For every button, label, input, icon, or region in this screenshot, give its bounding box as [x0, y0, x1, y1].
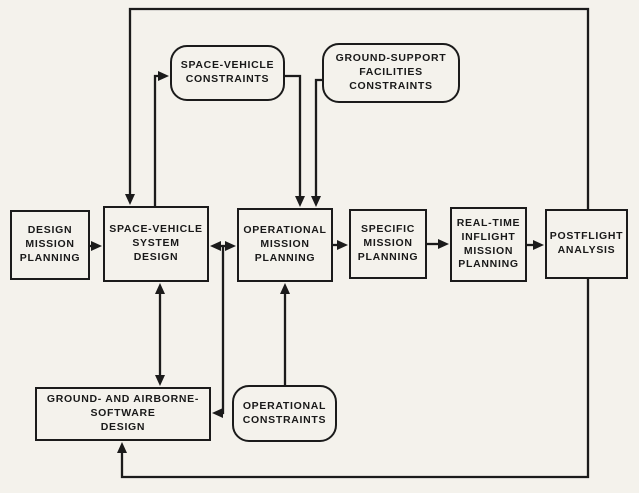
box-space-vehicle-constraints: SPACE-VEHICLE CONSTRAINTS — [170, 45, 285, 101]
box-label: REAL-TIME INFLIGHT MISSION PLANNING — [456, 216, 521, 271]
box-operational-mission-planning: OPERATIONAL MISSION PLANNING — [237, 208, 333, 282]
box-real-time-inflight-mission-planning: REAL-TIME INFLIGHT MISSION PLANNING — [450, 207, 527, 282]
box-label: DESIGN MISSION PLANNING — [19, 224, 81, 264]
box-label: SPACE-VEHICLE CONSTRAINTS — [180, 59, 275, 85]
arrow-gsfc-to-omp — [311, 78, 322, 207]
arrow-feedback-bottom — [117, 279, 590, 479]
box-label: GROUND- AND AIRBORNE- SOFTWARE DESIGN — [46, 393, 200, 433]
box-ground-and-airborne-software-design: GROUND- AND AIRBORNE- SOFTWARE DESIGN — [35, 387, 211, 441]
box-label: SPECIFIC MISSION PLANNING — [357, 223, 419, 263]
box-operational-constraints: OPERATIONAL CONSTRAINTS — [232, 385, 337, 442]
arrow-junction-to-gasd — [212, 246, 225, 418]
arrow-svc-to-omp — [285, 74, 305, 207]
box-label: OPERATIONAL CONSTRAINTS — [242, 399, 327, 426]
arrow-svsd-to-svc — [153, 71, 169, 206]
box-space-vehicle-system-design: SPACE-VEHICLE SYSTEM DESIGN — [103, 206, 209, 282]
box-label: SPACE-VEHICLE SYSTEM DESIGN — [109, 223, 203, 263]
arrow-feedback-top — [125, 7, 590, 209]
box-design-mission-planning: DESIGN MISSION PLANNING — [10, 210, 90, 280]
box-label: GROUND-SUPPORT FACILITIES CONSTRAINTS — [335, 52, 447, 92]
box-label: POSTFLIGHT ANALYSIS — [549, 230, 624, 256]
box-postflight-analysis: POSTFLIGHT ANALYSIS — [545, 209, 628, 279]
box-ground-support-facilities-constraints: GROUND-SUPPORT FACILITIES CONSTRAINTS — [322, 43, 460, 103]
box-specific-mission-planning: SPECIFIC MISSION PLANNING — [349, 209, 427, 279]
box-label: OPERATIONAL MISSION PLANNING — [243, 224, 327, 264]
